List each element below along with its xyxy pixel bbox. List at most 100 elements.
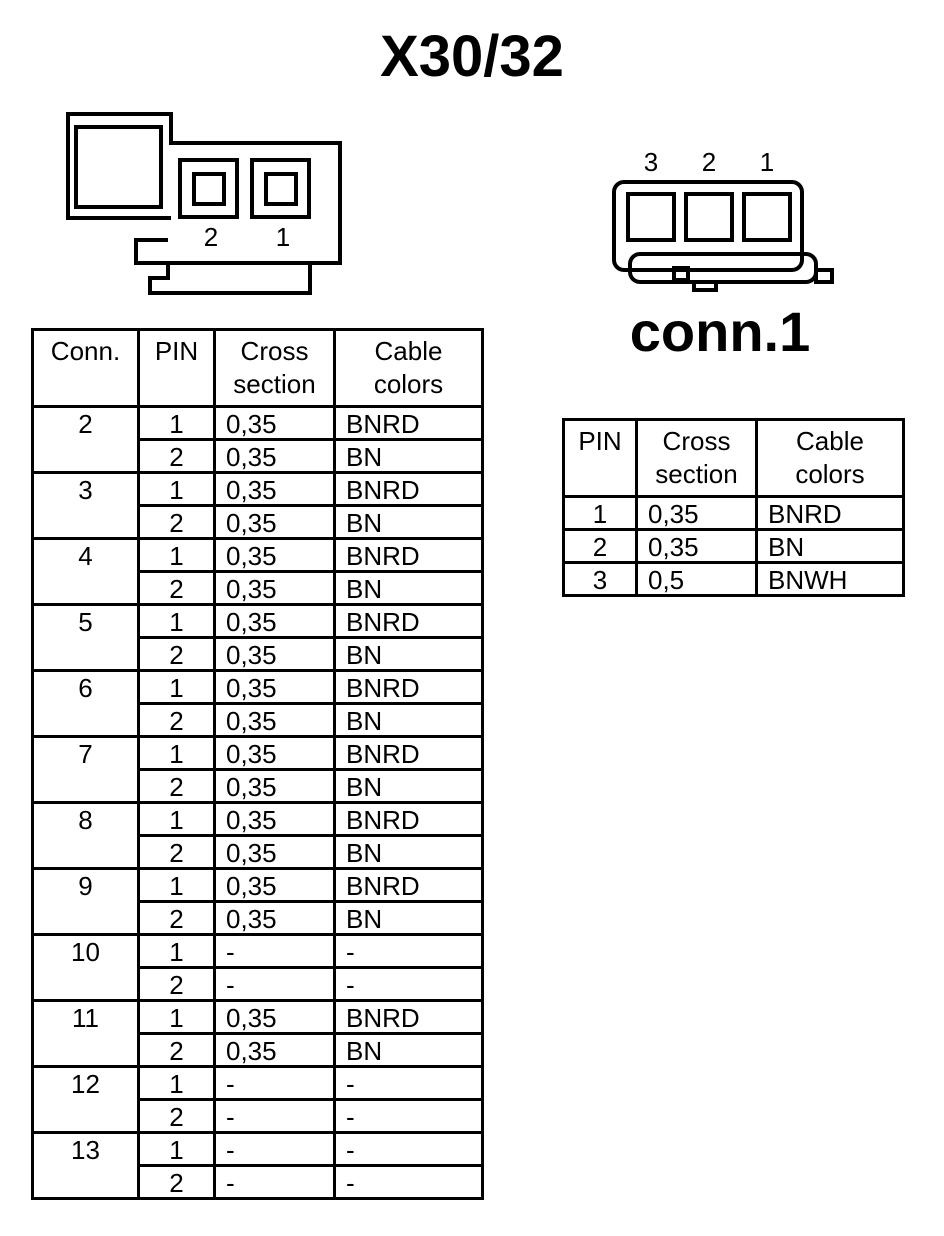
- pin-cell: 1: [137, 933, 216, 969]
- right-pin-label-2: 2: [702, 147, 716, 177]
- cross-section-cell: 0,35: [213, 636, 336, 672]
- cable-color-cell: BN: [333, 900, 484, 936]
- conn-cell: 8: [31, 801, 140, 870]
- cross-section-cell: -: [213, 933, 336, 969]
- conn-cell: 4: [31, 537, 140, 606]
- cable-color-cell: BNRD: [333, 867, 484, 903]
- cross-section-cell: 0,35: [635, 495, 758, 531]
- cross-section-cell: 0,35: [213, 867, 336, 903]
- pin-cell: 1: [137, 603, 216, 639]
- conn-cell: 5: [31, 603, 140, 672]
- cross-section-cell: 0,35: [213, 603, 336, 639]
- pin-cell: 2: [137, 768, 216, 804]
- pin-cell: 2: [137, 570, 216, 606]
- pin-cell: 2: [137, 966, 216, 1002]
- cross-section-cell: -: [213, 1131, 336, 1167]
- cable-color-cell: BNRD: [333, 999, 484, 1035]
- cable-color-cell: BN: [333, 1032, 484, 1068]
- cable-color-cell: BNRD: [333, 471, 484, 507]
- cable-color-cell: BN: [333, 636, 484, 672]
- cable-color-cell: BNRD: [333, 537, 484, 573]
- conn-cell: 11: [31, 999, 140, 1068]
- cross-section-cell: 0,35: [213, 669, 336, 705]
- pin-cell: 1: [137, 801, 216, 837]
- cable-color-cell: -: [333, 933, 484, 969]
- conn1-label: conn.1: [629, 300, 811, 363]
- right-pin-label-1: 1: [760, 147, 774, 177]
- cross-section-cell: 0,35: [213, 735, 336, 771]
- conn-cell: 10: [31, 933, 140, 1002]
- pin-cell: 1: [137, 1131, 216, 1167]
- cross-section-cell: 0,35: [635, 528, 758, 564]
- cross-section-cell: 0,35: [213, 570, 336, 606]
- pin-cell: 1: [137, 867, 216, 903]
- pin-cell: 1: [137, 537, 216, 573]
- cable-color-cell: -: [333, 1131, 484, 1167]
- conn-cell: 2: [31, 405, 140, 474]
- pin-cell: 1: [137, 1065, 216, 1101]
- table-row: 2--: [33, 1098, 484, 1134]
- pin-cell: 2: [137, 1032, 216, 1068]
- pin-cell: 3: [562, 561, 638, 597]
- three-pin-connector-drawing: [612, 180, 834, 292]
- cross-section-cell: -: [213, 1098, 336, 1134]
- cross-section-cell: -: [213, 966, 336, 1002]
- header-conn: Conn.: [31, 328, 140, 408]
- cable-color-cell: -: [333, 966, 484, 1002]
- pin-cell: 2: [562, 528, 638, 564]
- cross-section-cell: 0,35: [213, 537, 336, 573]
- cable-color-cell: BN: [333, 438, 484, 474]
- pin-cell: 1: [137, 735, 216, 771]
- cable-color-cell: -: [333, 1065, 484, 1101]
- cable-color-cell: BNRD: [755, 495, 905, 531]
- cross-section-cell: 0,35: [213, 702, 336, 738]
- two-pin-connector-drawing: [66, 112, 342, 295]
- pin-cell: 1: [137, 999, 216, 1035]
- cable-color-cell: -: [333, 1098, 484, 1134]
- cross-section-cell: 0,35: [213, 504, 336, 540]
- cable-color-cell: BNRD: [333, 603, 484, 639]
- left-pin-label-2: 2: [204, 222, 218, 252]
- conn-cell: 9: [31, 867, 140, 936]
- header-pin: PIN: [562, 418, 638, 498]
- pin-cell: 2: [137, 900, 216, 936]
- diagram-title: X30/32: [380, 24, 564, 89]
- pin-cell: 2: [137, 834, 216, 870]
- connector-drawings: 2 1 3 2 1: [66, 112, 834, 295]
- pin-cell: 2: [137, 1164, 216, 1200]
- cable-color-cell: BN: [333, 768, 484, 804]
- cable-color-cell: BN: [333, 570, 484, 606]
- conn-cell: 3: [31, 471, 140, 540]
- table-row: 2--: [33, 1164, 484, 1200]
- pin-cell: 1: [137, 471, 216, 507]
- cable-color-cell: BN: [333, 834, 484, 870]
- cable-color-cell: BN: [333, 504, 484, 540]
- pin-cell: 2: [137, 636, 216, 672]
- cross-section-cell: 0,35: [213, 405, 336, 441]
- cross-section-cell: 0,35: [213, 438, 336, 474]
- conn-cell: 6: [31, 669, 140, 738]
- cross-section-cell: 0,35: [213, 768, 336, 804]
